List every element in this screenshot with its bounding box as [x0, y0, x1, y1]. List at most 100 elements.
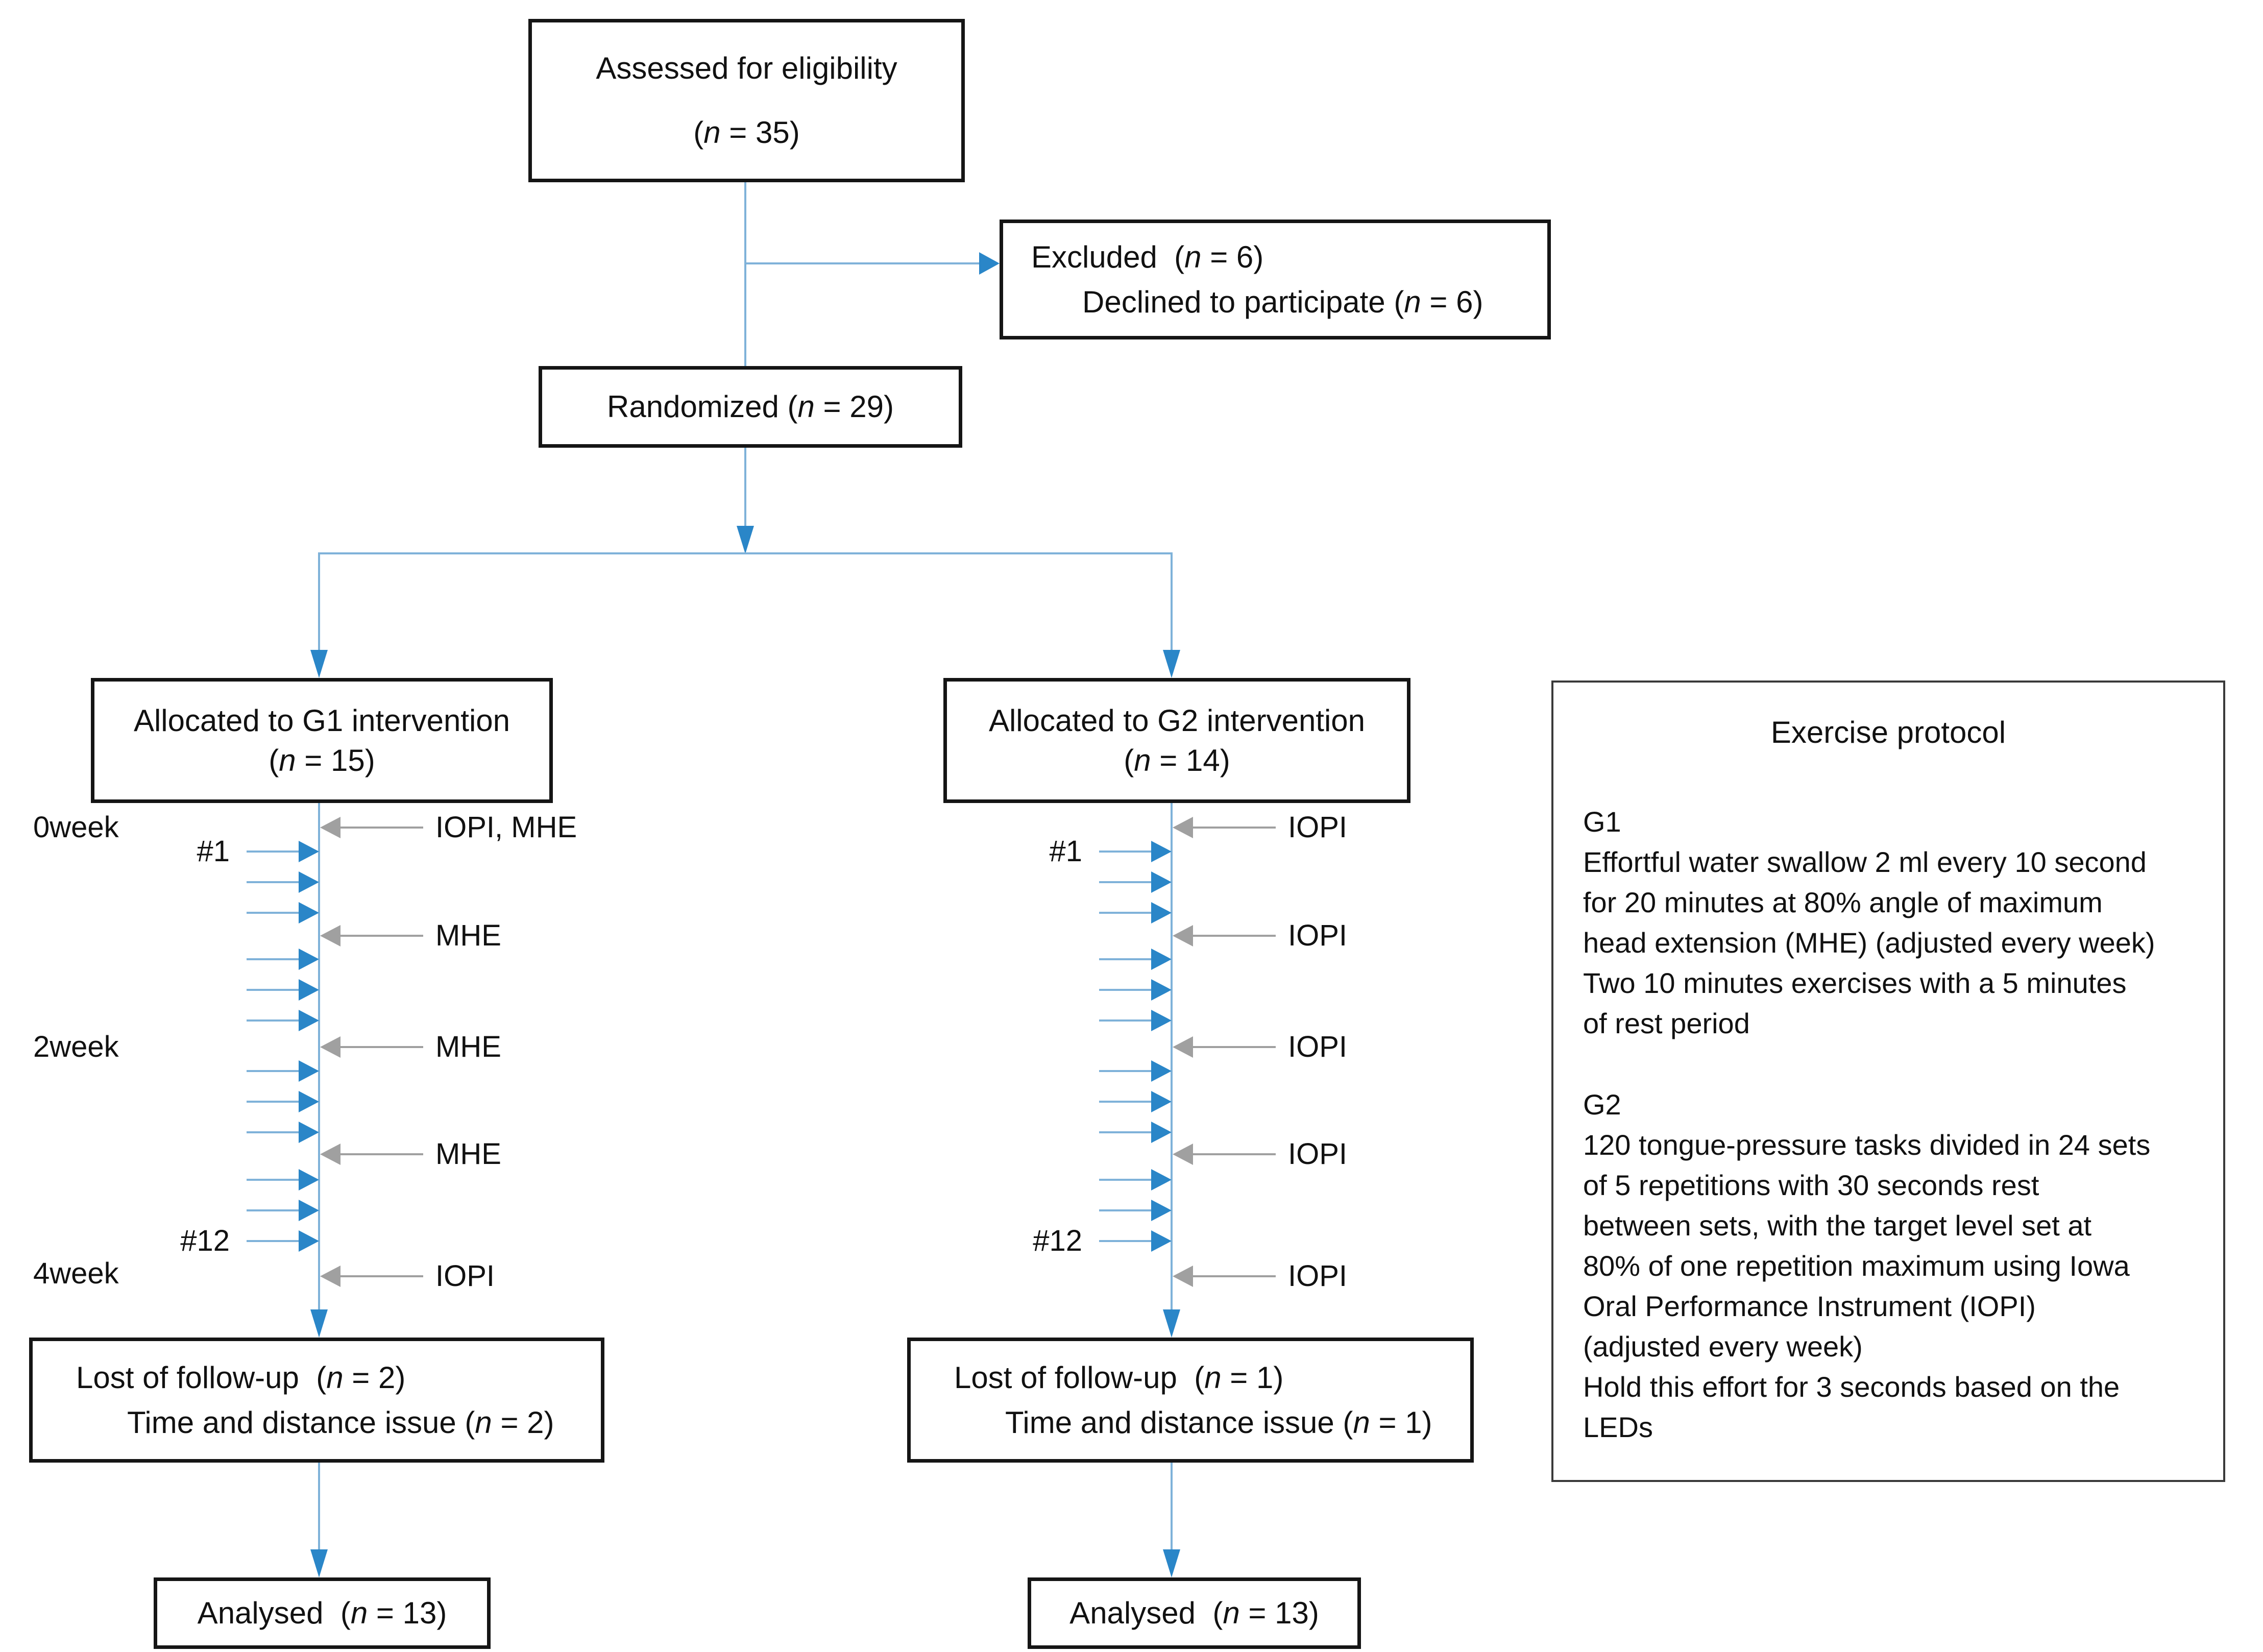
excluded-label: Excluded (n = 6) — [1031, 239, 1264, 274]
measurement-label: IOPI, MHE — [435, 811, 577, 844]
down-arrow-icon — [310, 1309, 328, 1338]
allocated-g2-n: (n = 14) — [1124, 743, 1230, 778]
session-tick-arrow-icon — [1151, 871, 1172, 893]
randomized-box: Randomized (n = 29) — [539, 366, 962, 448]
protocol-g2-line: Oral Performance Instrument (IOPI) — [1583, 1290, 2036, 1322]
assessed-label: Assessed for eligibility — [596, 51, 897, 85]
protocol-g2-line: 120 tongue-pressure tasks divided in 24 … — [1583, 1129, 2151, 1161]
allocated-g2-label: Allocated to G2 intervention — [988, 703, 1366, 738]
protocol-g1-line: head extension (MHE) (adjusted every wee… — [1583, 927, 2155, 959]
session-tick-arrow-icon — [1151, 902, 1172, 924]
session-tick-shaft — [1099, 1131, 1152, 1133]
measurement-label: IOPI — [435, 1259, 495, 1293]
session-tick-shaft — [247, 1209, 300, 1211]
session-tick-arrow-icon — [299, 1122, 319, 1143]
session-tick-arrow-icon — [299, 1169, 319, 1191]
session-tick-shaft — [247, 958, 300, 960]
protocol-g1-heading: G1 — [1583, 806, 1621, 838]
measurement-label: IOPI — [1288, 1137, 1348, 1171]
session-tick-arrow-icon — [1151, 841, 1172, 862]
connector-branch-g1 — [318, 552, 320, 652]
session-tick-arrow-icon — [299, 1200, 319, 1221]
measurement-label: IOPI — [1288, 1030, 1348, 1063]
connector-randomized-branch — [744, 448, 746, 527]
session-tick-shaft — [1099, 881, 1152, 883]
week-label-0: 0week — [33, 811, 119, 844]
session-tick-shaft — [247, 1179, 300, 1181]
protocol-g2-line: (adjusted every week) — [1583, 1330, 1863, 1363]
measurement-arrow-icon — [320, 1144, 340, 1165]
protocol-g1-line: Two 10 minutes exercises with a 5 minute… — [1583, 967, 2127, 999]
excluded-reason: Declined to participate (n = 6) — [1082, 284, 1483, 319]
allocated-g1-label: Allocated to G1 intervention — [133, 703, 510, 738]
protocol-g1-line: Effortful water swallow 2 ml every 10 se… — [1583, 846, 2147, 878]
session-tick-arrow-icon — [299, 871, 319, 893]
week-label-4: 4week — [33, 1257, 119, 1290]
lost-g1-label: Lost of follow-up (n = 2) — [76, 1360, 406, 1395]
measurement-arrow-shaft — [340, 1153, 423, 1155]
analysed-g2-box: Analysed (n = 13) — [1028, 1577, 1361, 1649]
measurement-label: IOPI — [1288, 1259, 1348, 1293]
analysed-g2-label: Analysed (n = 13) — [1069, 1596, 1319, 1630]
session-tick-shaft — [1099, 851, 1152, 853]
session-tick-arrow-icon — [1151, 1122, 1172, 1143]
analysed-g1-box: Analysed (n = 13) — [154, 1577, 491, 1649]
measurement-arrow-shaft — [1193, 1153, 1276, 1155]
g1-timeline-line — [318, 803, 320, 1309]
session-tick-shaft — [247, 1070, 300, 1072]
down-arrow-icon — [1163, 1309, 1180, 1338]
down-arrow-icon — [310, 650, 328, 678]
g1-session-first-label: #1 — [197, 835, 230, 868]
lost-g2-box: Lost of follow-up (n = 1) Time and dista… — [907, 1338, 1474, 1463]
session-tick-shaft — [1099, 958, 1152, 960]
measurement-label: IOPI — [1288, 919, 1348, 952]
protocol-g2-line: 80% of one repetition maximum using Iowa — [1583, 1250, 2130, 1282]
down-arrow-icon — [1163, 650, 1180, 678]
protocol-g1-line: of rest period — [1583, 1007, 1750, 1039]
session-tick-arrow-icon — [299, 1091, 319, 1112]
measurement-label: MHE — [435, 919, 501, 952]
measurement-label: IOPI — [1288, 811, 1348, 844]
session-tick-arrow-icon — [299, 902, 319, 924]
assessed-box: Assessed for eligibility (n = 35) — [528, 19, 965, 182]
session-tick-shaft — [1099, 1070, 1152, 1072]
session-tick-arrow-icon — [299, 1010, 319, 1031]
measurement-arrow-icon — [320, 925, 340, 946]
session-tick-shaft — [247, 851, 300, 853]
measurement-arrow-icon — [320, 1036, 340, 1058]
session-tick-shaft — [1099, 912, 1152, 914]
excluded-box: Excluded (n = 6) Declined to participate… — [1000, 220, 1551, 339]
protocol-g2-line: of 5 repetitions with 30 seconds rest — [1583, 1169, 2039, 1201]
session-tick-shaft — [1099, 1209, 1152, 1211]
session-tick-arrow-icon — [1151, 1230, 1172, 1252]
measurement-arrow-shaft — [1193, 1046, 1276, 1048]
measurement-label: MHE — [435, 1137, 501, 1171]
protocol-g2-line: LEDs — [1583, 1411, 1653, 1443]
session-tick-shaft — [1099, 1101, 1152, 1103]
session-tick-shaft — [247, 912, 300, 914]
allocated-g1-box: Allocated to G1 intervention (n = 15) — [91, 678, 553, 803]
measurement-arrow-icon — [320, 1266, 340, 1287]
connector-to-excluded — [744, 262, 979, 264]
measurement-arrow-shaft — [1193, 935, 1276, 937]
week-label-2: 2week — [33, 1030, 119, 1063]
measurement-arrow-icon — [1173, 817, 1193, 838]
allocated-g2-box: Allocated to G2 intervention (n = 14) — [943, 678, 1410, 803]
session-tick-arrow-icon — [1151, 1010, 1172, 1031]
session-tick-arrow-icon — [1151, 1091, 1172, 1112]
measurement-arrow-shaft — [1193, 1275, 1276, 1277]
measurement-arrow-shaft — [340, 1275, 423, 1277]
measurement-arrow-icon — [1173, 1036, 1193, 1058]
measurement-arrow-icon — [1173, 1144, 1193, 1165]
lost-g1-reason: Time and distance issue (n = 2) — [127, 1405, 554, 1440]
session-tick-shaft — [247, 1019, 300, 1022]
measurement-arrow-shaft — [340, 827, 423, 829]
session-tick-shaft — [247, 1101, 300, 1103]
g1-session-last-label: #12 — [180, 1224, 230, 1257]
connector-lost2-analysed2 — [1171, 1463, 1173, 1550]
session-tick-shaft — [247, 989, 300, 991]
measurement-label: MHE — [435, 1030, 501, 1063]
session-tick-shaft — [1099, 1019, 1152, 1022]
measurement-arrow-icon — [1173, 925, 1193, 946]
